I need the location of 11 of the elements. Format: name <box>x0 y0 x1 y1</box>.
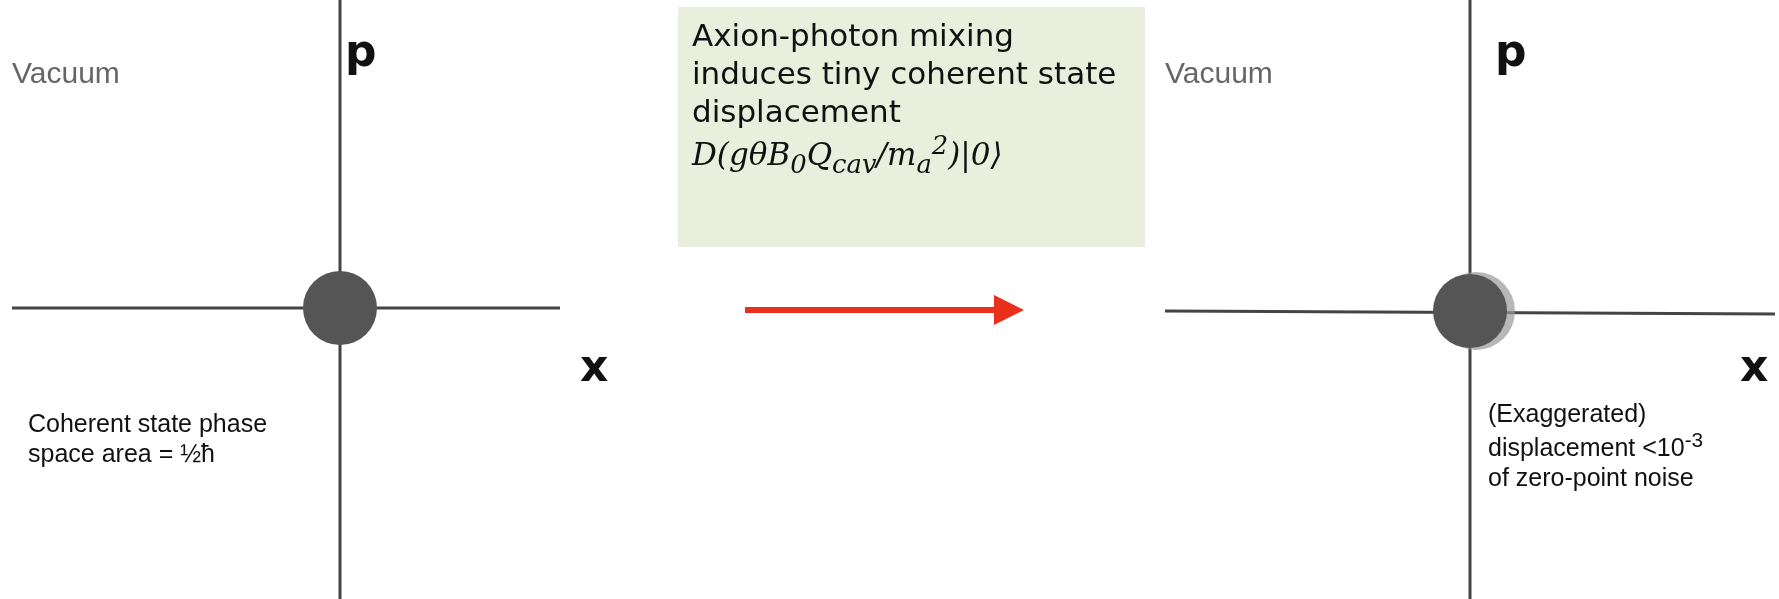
panel-title: Vacuum <box>12 55 120 91</box>
annotation-text: (Exaggerated) displacement <10$^{-3}$ of zero-point noise <box>1488 398 1705 493</box>
text-box <box>678 7 1145 247</box>
formula-text: D(gθB$_{0}$Q$_{cav}$/m$_{a}$$^{2}$)|0⟩ <box>692 130 1004 181</box>
axis-label: p <box>345 25 377 78</box>
axis-label: x <box>580 340 609 393</box>
axis-label: x <box>1740 340 1769 393</box>
panel-title: Vacuum <box>1165 55 1273 91</box>
description-text: Axion-photon mixing induces tiny coherent state displacement <box>692 17 1118 131</box>
axis-label: p <box>1495 25 1527 78</box>
annotation-text: Coherent state phase space area = ½ħ <box>28 408 268 468</box>
